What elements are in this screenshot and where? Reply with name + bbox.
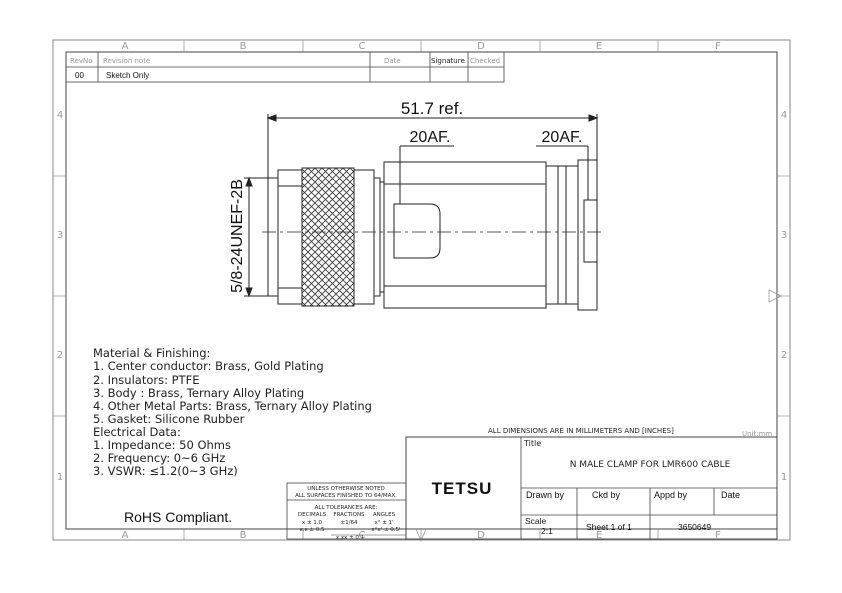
overall-dim-label: 51.7 ref. [401,99,463,118]
tol-line-3: ALL TOLERANCES ARE: [315,505,378,511]
ckd-by-label: Ckd by [592,490,621,500]
checked-header: Checked [470,57,500,65]
note-line-7: 1. Impedance: 50 Ohms [93,438,231,452]
drawn-by-label: Drawn by [526,490,565,500]
part-number: 3650649 [678,522,711,532]
tol-decimal-3: x.xx ± 0.1 [336,535,364,541]
tol-fraction-1: ±1/64 [341,520,358,526]
row-4-right: 4 [781,110,787,121]
nut-rear [353,169,375,305]
row-3-left: 3 [57,230,63,241]
rohs-label: RoHS Compliant. [124,509,232,525]
row-3-right: 3 [781,230,787,241]
overall-dim-arrows [266,114,599,122]
note-line-4: 4. Other Metal Parts: Brass, Ternary All… [93,399,372,413]
connector-drawing [244,114,604,311]
note-value: Sketch Only [106,71,149,80]
note-line-2: 2. Insulators: PTFE [93,373,199,387]
scale-value: 2:1 [541,526,553,536]
date-label: Date [721,490,740,500]
tol-line-1: UNLESS OTHERWISE NOTED [307,486,385,492]
col-f-top: F [715,41,721,52]
row-1-left: 1 [57,472,63,483]
note-line-6: Electrical Data: [93,425,181,439]
row-markers: 4 3 2 1 4 3 2 1 [53,110,790,543]
appd-by-label: Appd by [654,490,688,500]
tol-angles-header: ANGLES [373,512,396,518]
dimensions-note: ALL DIMENSIONS ARE IN MILLIMETERS AND [I… [488,427,674,435]
date-header: Date [384,57,401,65]
scale-label: Scale [525,516,547,526]
note-line-5: 5. Gasket: Silicone Rubber [93,412,245,426]
revision-table: RevNo Revision note Date Signature Check… [65,51,505,83]
note-line-1: 1. Center conductor: Brass, Gold Plating [93,359,324,373]
note-line-8: 2. Frequency: 0~6 GHz [93,451,225,465]
thread-label: 5/8-24UNEF-2B [229,179,246,293]
coupling-nut-face [267,177,279,297]
company-logo: TETSU [432,479,493,498]
title-label: Title [523,439,541,448]
col-e-bottom: E [596,530,602,541]
clamp-section [545,165,579,305]
body-flat [393,203,441,259]
centering-arrow-right [768,289,782,303]
hex-dim-label-2: 20AF. [542,129,583,146]
col-f-bottom: F [715,530,721,541]
unit-label: Unit:mm [742,430,772,438]
tol-fractions-header: FRACTIONS [333,512,365,518]
col-b-top: B [240,41,247,52]
col-a-top: A [122,41,129,52]
tol-angle-1: x° ± 1' [374,520,393,526]
note-line-3: 3. Body : Brass, Ternary Alloy Plating [93,386,304,400]
col-e-top: E [596,41,602,52]
tol-angle-2: x°x' ± 0.5' [371,527,400,533]
knurled-section [301,167,355,307]
col-a-bottom: A [122,530,129,541]
row-4-left: 4 [57,110,63,121]
rev-header: RevNo [70,57,93,65]
tol-decimal-2: x.x ± 0.5 [299,527,325,533]
centering-arrow-bottom [415,528,427,543]
col-d-bottom: D [477,530,485,541]
note-header: Revision note [103,57,150,65]
cable-entry [583,199,598,263]
hex-dim-label-1: 20AF. [410,129,451,146]
coupling-nut [277,169,303,305]
col-c-bottom: C [359,530,366,541]
note-line-9: 3. VSWR: ≤1.2(0~3 GHz) [93,464,238,478]
drawing-title: N MALE CLAMP FOR LMR600 CABLE [570,460,731,470]
notes: Material & Finishing: 1. Center conducto… [93,346,372,525]
signature-header: Signature [431,57,465,65]
tol-decimal-1: x ± 1.0 [302,520,323,526]
row-2-right: 2 [781,350,787,361]
title-block: ALL DIMENSIONS ARE IN MILLIMETERS AND [I… [405,427,778,540]
column-markers: A B C D E F A B C D E F [122,40,721,541]
tol-line-2: ALL SURFACES FINISHED TO 64/MAX. [295,493,397,499]
note-line-0: Material & Finishing: [93,346,210,360]
col-d-top: D [477,41,485,52]
col-c-top: C [359,41,366,52]
rev-value: 00 [75,71,84,80]
row-2-left: 2 [57,350,63,361]
col-b-bottom: B [240,530,247,541]
tol-decimals-header: DECIMALS [298,512,327,518]
sheet-label: Sheet 1 of 1 [586,522,632,532]
row-1-right: 1 [781,472,787,483]
tolerance-block: UNLESS OTHERWISE NOTED ALL SURFACES FINI… [286,482,407,541]
